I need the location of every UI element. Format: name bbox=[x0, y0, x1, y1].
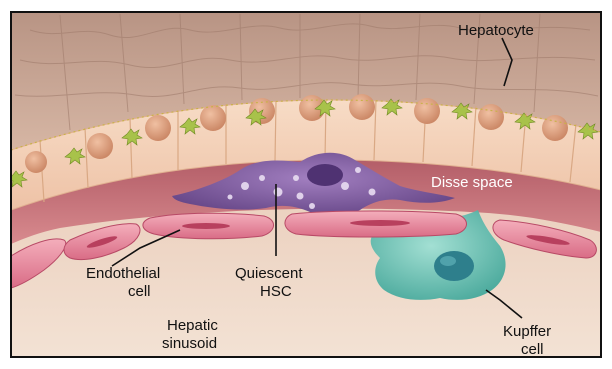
label-endothelial-line1: Endothelial bbox=[86, 265, 160, 282]
label-kupffer-line1: Kupffer bbox=[503, 323, 551, 340]
label-disse-space: Disse space bbox=[431, 174, 513, 191]
label-sinusoid-line2: sinusoid bbox=[162, 335, 217, 352]
label-kupffer-line2: cell bbox=[521, 341, 544, 358]
label-hsc-line2: HSC bbox=[260, 283, 292, 300]
label-endothelial-line2: cell bbox=[128, 283, 151, 300]
label-hsc-line1: Quiescent bbox=[235, 265, 303, 282]
label-hepatocyte: Hepatocyte bbox=[458, 22, 534, 39]
label-sinusoid-line1: Hepatic bbox=[167, 317, 218, 334]
